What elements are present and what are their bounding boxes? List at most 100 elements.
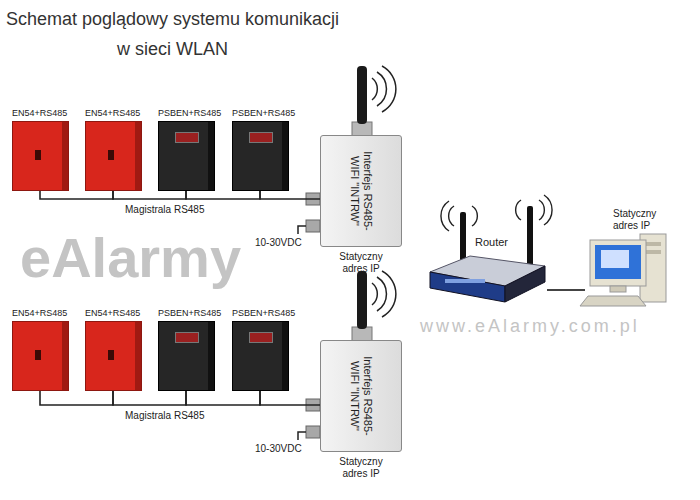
power-supply: PSBEN+RS485: [232, 108, 295, 191]
fire-panel: EN54+RS485: [85, 308, 142, 391]
black-housing: [158, 121, 215, 191]
antenna-gland: [352, 122, 372, 136]
interface-box: Interfejs RS485-WIFI "INTRW" Statyczny ad…: [320, 135, 402, 275]
housing-side: [62, 122, 68, 190]
router-antenna: [527, 206, 533, 266]
wifi-wave: [516, 200, 521, 220]
wifi-wave: [539, 200, 544, 220]
voltage-label: 10-30VDC: [255, 443, 302, 455]
housing-side: [282, 322, 288, 390]
rs485-wire: [186, 191, 260, 199]
rs485-wire: [260, 391, 320, 405]
black-housing: [232, 321, 289, 391]
wifi-wave: [382, 66, 396, 112]
computer: Statyczny adres IP: [585, 208, 670, 308]
antenna: [357, 271, 367, 329]
fire-panel: EN54+RS485: [12, 308, 69, 391]
power-wire: [298, 226, 306, 234]
pc-monitor: [590, 240, 646, 286]
device-label: EN54+RS485: [12, 308, 69, 319]
rs485-wire: [113, 191, 186, 199]
device-label: PSBEN+RS485: [232, 108, 295, 119]
pc-keyboard: [580, 296, 646, 306]
ip-caption: Statyczny adres IP: [613, 208, 671, 232]
antenna: [357, 66, 367, 124]
bus-label: Magistrala RS485: [125, 204, 204, 216]
lock: [35, 150, 41, 160]
wifi-wave: [544, 195, 552, 225]
power-supply: PSBEN+RS485: [158, 308, 221, 391]
housing-side: [208, 122, 214, 190]
router-front: [430, 272, 505, 302]
lock: [35, 350, 41, 360]
wifi-wave: [441, 201, 449, 231]
rs485-wire: [186, 391, 260, 405]
power-supply: PSBEN+RS485: [232, 308, 295, 391]
housing-side: [62, 322, 68, 390]
interface-label: Interfejs RS485-WIFI "INTRW": [348, 346, 374, 446]
display: [175, 332, 199, 343]
network-cable: [547, 289, 585, 291]
wifi-wave: [377, 277, 386, 311]
device-label: PSBEN+RS485: [158, 108, 221, 119]
device-label: EN54+RS485: [85, 308, 142, 319]
wifi-wave: [377, 72, 386, 106]
fire-panel: EN54+RS485: [12, 108, 69, 191]
bus-label: Magistrala RS485: [125, 410, 204, 422]
diagram-title: Schemat poglądowy systemu komunikacji w …: [0, 4, 345, 64]
rs485-wire: [40, 391, 113, 405]
interface-housing: Interfejs RS485-WIFI "INTRW": [320, 135, 402, 247]
fire-panel: EN54+RS485: [85, 108, 142, 191]
rs485-wire: [260, 191, 320, 199]
wifi-wave: [372, 78, 377, 100]
router-label: Router: [475, 236, 547, 249]
pc-window: [601, 250, 629, 268]
lock: [108, 150, 114, 160]
watermark: www.eAlarmy.com.pl: [420, 316, 640, 337]
interface-box: Interfejs RS485-WIFI "INTRW" Statyczny ad…: [320, 340, 402, 480]
rs485-wire: [113, 391, 186, 405]
device-label: EN54+RS485: [85, 108, 142, 119]
router-leds: [445, 279, 485, 283]
pc-drive: [645, 242, 661, 246]
rs485-wire: [40, 191, 113, 199]
watermark: eAlarmy: [20, 226, 241, 290]
red-housing: [12, 121, 69, 191]
ip-caption: Statyczny adres IP: [330, 456, 392, 480]
pc-stand: [610, 286, 626, 292]
housing-side: [208, 322, 214, 390]
wifi-wave: [372, 283, 377, 305]
wifi-wave: [449, 206, 454, 226]
power-wire: [298, 432, 306, 440]
antenna-gland: [352, 327, 372, 341]
red-housing: [85, 321, 142, 391]
router-side: [505, 266, 545, 302]
router: Router: [425, 236, 547, 306]
black-housing: [232, 121, 289, 191]
voltage-label: 10-30VDC: [255, 237, 302, 249]
interface-housing: Interfejs RS485-WIFI "INTRW": [320, 340, 402, 452]
ip-caption: Statyczny adres IP: [330, 251, 392, 275]
black-housing: [158, 321, 215, 391]
power-supply: PSBEN+RS485: [158, 108, 221, 191]
display: [175, 132, 199, 143]
device-label: PSBEN+RS485: [232, 308, 295, 319]
pc-screen: [595, 245, 641, 279]
housing-side: [282, 122, 288, 190]
pc-drive: [645, 250, 661, 254]
lock: [108, 350, 114, 360]
housing-side: [135, 322, 141, 390]
interface-label: Interfejs RS485-WIFI "INTRW": [348, 141, 374, 241]
cable-gland: [306, 426, 320, 438]
device-label: EN54+RS485: [12, 108, 69, 119]
cable-gland: [306, 220, 320, 232]
housing-side: [135, 122, 141, 190]
display: [249, 332, 273, 343]
wifi-wave: [382, 271, 396, 317]
red-housing: [12, 321, 69, 391]
wifi-wave: [472, 206, 477, 226]
router-antenna: [460, 212, 466, 262]
device-label: PSBEN+RS485: [158, 308, 221, 319]
red-housing: [85, 121, 142, 191]
